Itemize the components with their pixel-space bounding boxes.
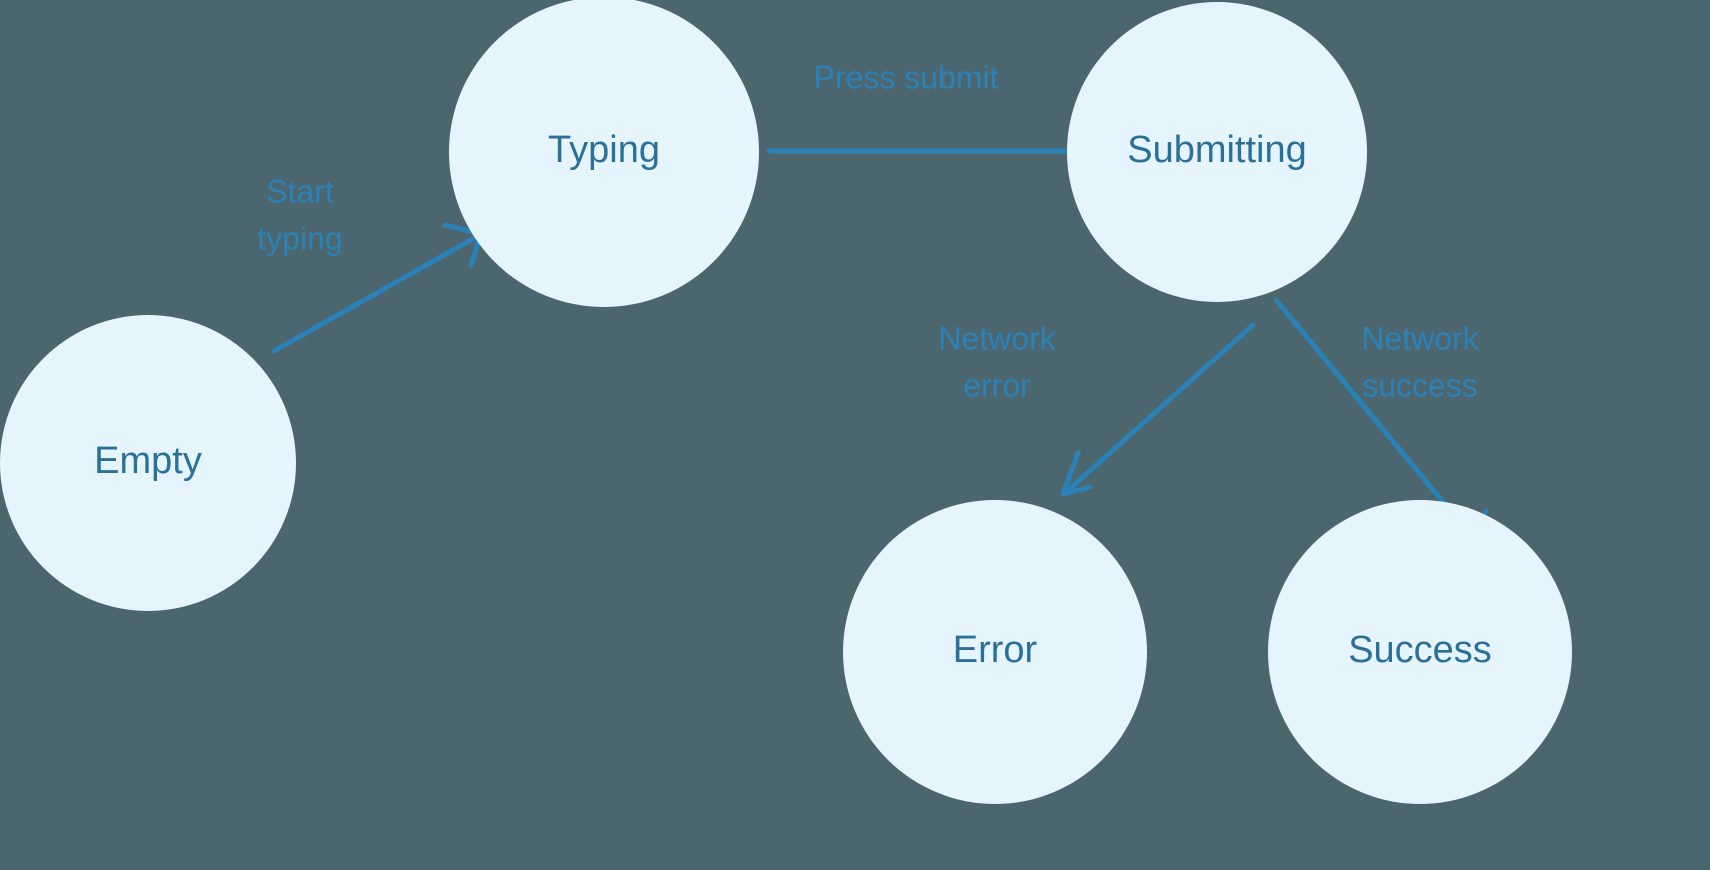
- transition-submitting-to-error[interactable]: [1060, 322, 1256, 497]
- transition-submitting-to-error-line: [1062, 322, 1256, 496]
- transition-submitting-to-error-arrowhead: [1060, 450, 1093, 497]
- transition-label-network-error: Network error: [938, 320, 1056, 403]
- state-node-error-circle: [843, 500, 1147, 804]
- state-node-submitting-circle: [1067, 2, 1367, 302]
- state-node-success-circle: [1268, 500, 1572, 804]
- state-node-empty[interactable]: Empty: [0, 315, 296, 611]
- transition-label-press-submit-line1: Press submit: [814, 59, 999, 95]
- state-node-empty-label: Empty: [94, 440, 202, 482]
- transition-label-start-typing-line1: Start: [266, 173, 334, 209]
- transition-label-network-success-line1: Network: [1361, 320, 1479, 356]
- state-node-typing-circle: [449, 0, 759, 307]
- state-node-error[interactable]: Error: [843, 500, 1147, 804]
- state-node-submitting-label: Submitting: [1127, 129, 1307, 171]
- transition-label-start-typing-line2: typing: [257, 220, 342, 256]
- transition-empty-to-typing-line: [271, 233, 481, 354]
- state-node-typing-label: Typing: [548, 129, 660, 171]
- transition-label-network-error-line2: error: [963, 367, 1031, 403]
- transition-submitting-to-success-line: [1274, 298, 1475, 540]
- transition-label-network-error-line1: Network: [938, 320, 1056, 356]
- state-node-empty-circle: [0, 315, 296, 611]
- state-node-typing[interactable]: Typing: [449, 0, 759, 307]
- transition-label-network-success: Network success: [1361, 320, 1479, 403]
- transition-label-press-submit: Press submit: [814, 59, 999, 95]
- state-node-submitting[interactable]: Submitting: [1067, 2, 1367, 302]
- transition-label-start-typing: Start typing: [257, 173, 342, 256]
- transition-label-network-success-line2: success: [1362, 367, 1478, 403]
- state-node-error-label: Error: [953, 629, 1038, 671]
- state-node-success-label: Success: [1348, 629, 1492, 671]
- state-node-success[interactable]: Success: [1268, 500, 1572, 804]
